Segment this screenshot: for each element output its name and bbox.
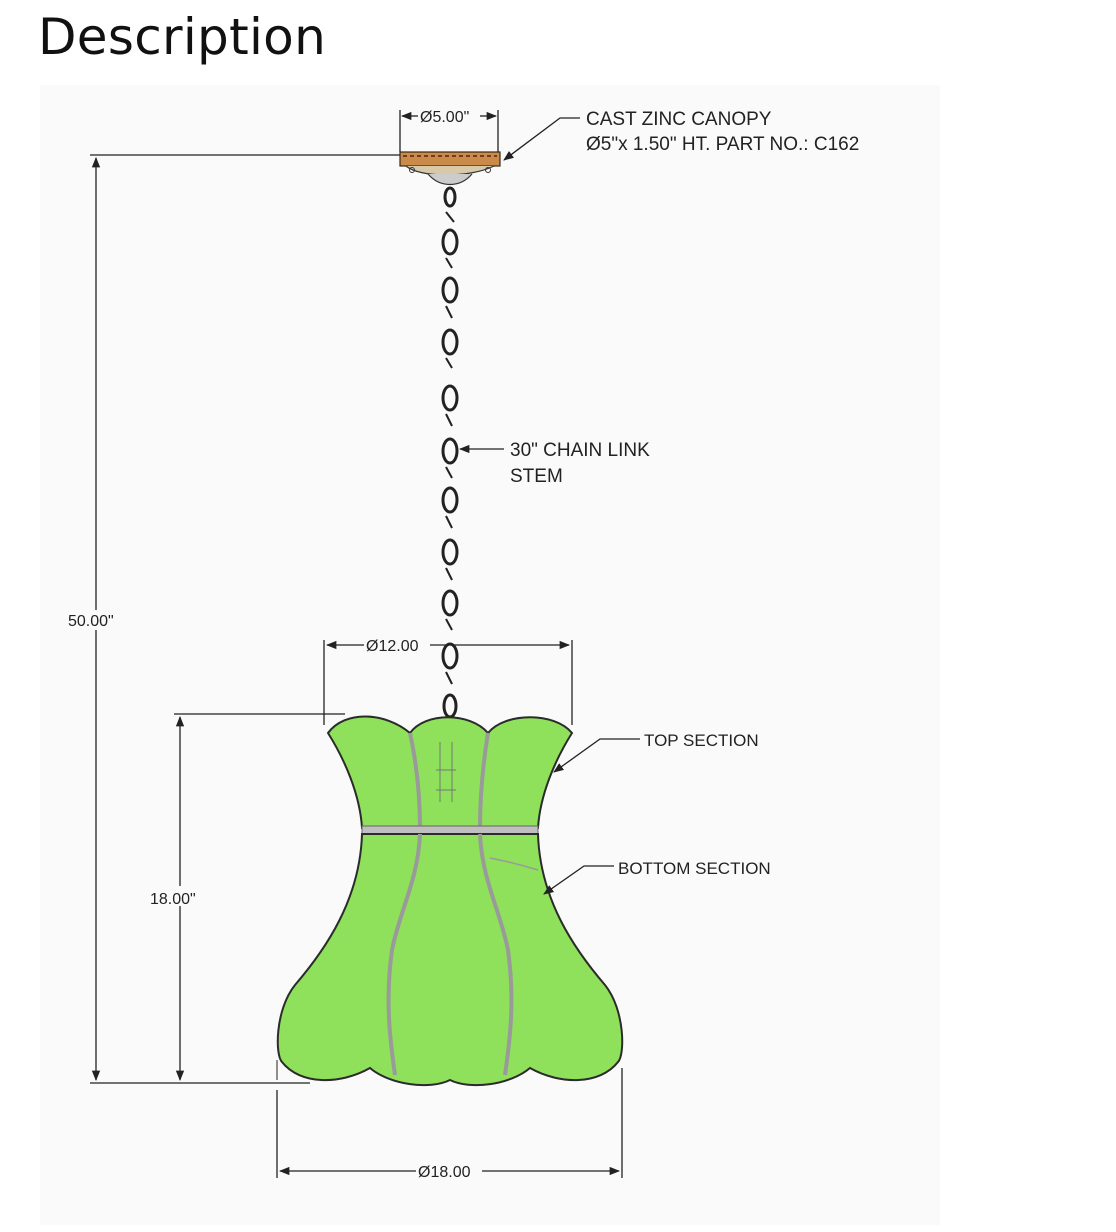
callout-bottom-section-leader [543,865,614,895]
shade-top-section [326,715,574,829]
callout-top-section-leader [553,738,640,773]
callout-top-section: TOP SECTION [644,731,759,750]
dimension-bottom-width [276,1060,623,1178]
callout-canopy-line2: Ø5"x 1.50" HT. PART NO.: C162 [586,134,859,155]
callout-bottom-section: BOTTOM SECTION [618,859,771,878]
overall-height-label: 50.00" [68,613,114,630]
canopy [399,151,501,186]
top-width-label: Ø12.00 [366,638,419,655]
callout-canopy-line1: CAST ZINC CANOPY [586,109,772,130]
dimension-top-width [323,640,573,725]
callout-chain-line1: 30" CHAIN LINK [510,440,650,461]
callout-canopy-leader [503,117,580,161]
dimension-canopy-diameter [399,110,499,152]
canopy-diameter-label: Ø5.00" [420,109,469,126]
bottom-width-label: Ø18.00 [418,1164,471,1181]
callout-chain-line2: STEM [510,466,563,487]
dimension-overall-height [90,154,400,1084]
chain-stem [441,186,459,719]
dimension-shade-height [174,713,345,1082]
page-title: Description [38,8,327,66]
shade-band [361,825,539,835]
shade-bottom-section [276,833,624,1087]
shade-height-label: 18.00" [150,891,196,908]
